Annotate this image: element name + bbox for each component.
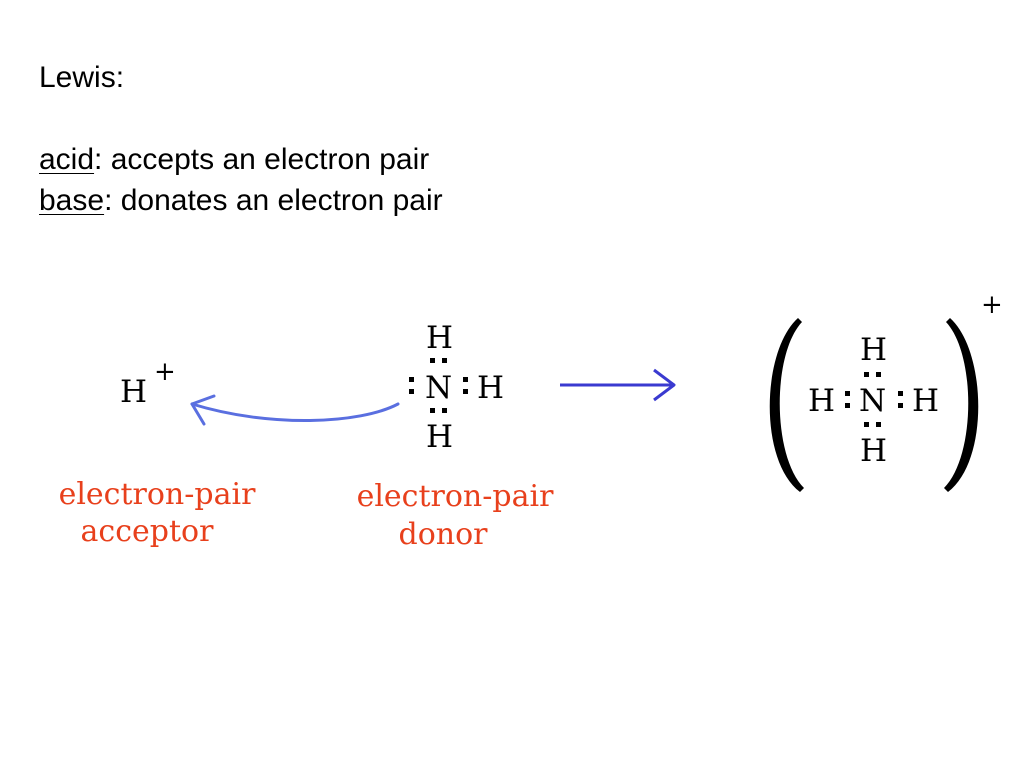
title-lewis: Lewis: (39, 61, 125, 94)
bond-pair-dot (864, 422, 869, 427)
bond-pair-dot (845, 403, 850, 408)
left-bracket (769, 318, 804, 492)
ammonium-h-bottom: H (860, 433, 887, 469)
bond-pair-dot (430, 358, 435, 363)
bond-pair-dot (430, 408, 435, 413)
ammonium-h-top: H (860, 332, 887, 368)
acceptor-label-line2: acceptor (81, 514, 215, 549)
bond-pair-dot (898, 391, 903, 396)
donor-label: electron-pair donor (357, 479, 555, 552)
ammonia-h-right: H (477, 370, 504, 406)
acid-definition: acid: accepts an electron pair (39, 145, 429, 175)
acceptor-label-line1: electron-pair (59, 477, 257, 512)
acid-term: acid (39, 143, 95, 176)
ammonia-n: N (425, 370, 452, 406)
lone-pair-dot (409, 377, 414, 382)
bond-pair-dot (463, 389, 468, 394)
ammonium-h-right: H (912, 383, 939, 419)
ammonium-ion: + H H N H H (769, 290, 1003, 492)
proton-h-plus: H + (120, 357, 176, 410)
ammonium-n: N (859, 383, 886, 419)
bond-pair-dot (876, 372, 881, 377)
reaction-arrow (560, 368, 676, 402)
base-definition: base: donates an electron pair (39, 186, 443, 216)
donor-label-line2: donor (399, 517, 489, 552)
ammonia-h-top: H (426, 320, 453, 356)
curved-electron-arrow (190, 394, 400, 426)
right-bracket (944, 318, 979, 492)
acid-description: : accepts an electron pair (94, 143, 430, 176)
ammonia-molecule: H N H H (409, 320, 504, 455)
bond-pair-dot (442, 358, 447, 363)
bond-pair-dot (864, 372, 869, 377)
base-term: base (39, 184, 105, 217)
acceptor-label: electron-pair acceptor (59, 477, 257, 549)
bond-pair-dot (442, 408, 447, 413)
ammonium-h-left: H (808, 383, 835, 419)
bond-pair-dot (876, 422, 881, 427)
proton-symbol: H (120, 374, 147, 410)
donor-label-line1: electron-pair (357, 479, 555, 514)
bond-pair-dot (845, 391, 850, 396)
bond-pair-dot (898, 403, 903, 408)
base-description: : donates an electron pair (104, 184, 443, 217)
bond-pair-dot (463, 377, 468, 382)
ammonia-h-bottom: H (426, 419, 453, 455)
proton-charge: + (154, 357, 176, 387)
lone-pair-dot (409, 389, 414, 394)
ammonium-charge: + (981, 290, 1003, 320)
